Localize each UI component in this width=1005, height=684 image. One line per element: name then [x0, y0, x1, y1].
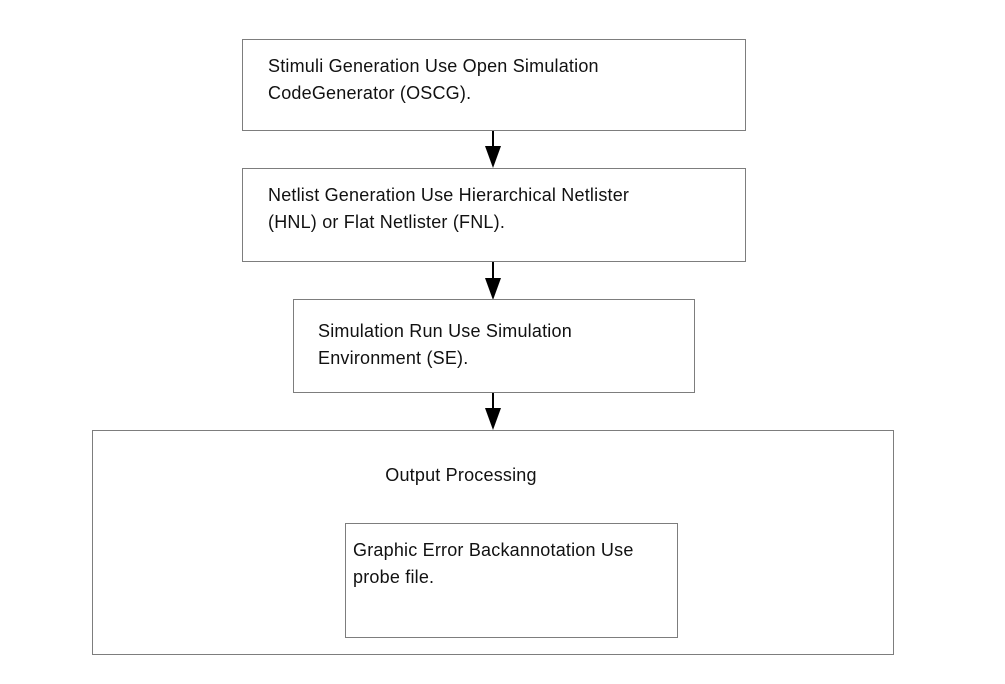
output-processing-label: Output Processing	[385, 465, 537, 485]
flow-node-graphic-error-backannotation: Graphic Error Backannotation Use probe f…	[345, 523, 678, 638]
arrow-down-3	[485, 393, 501, 430]
flow-node-simulation-run: Simulation Run Use Simulation Environmen…	[293, 299, 695, 393]
arrow-down-1	[485, 131, 501, 168]
arrow-line	[492, 262, 494, 279]
arrow-line	[492, 393, 494, 409]
flow-node-netlist-generation: Netlist Generation Use Hierarchical Netl…	[242, 168, 746, 262]
flow-node-stimuli-generation: Stimuli Generation Use Open Simulation C…	[242, 39, 746, 131]
arrowhead-down-icon	[485, 408, 501, 430]
arrow-line	[492, 131, 494, 147]
arrow-down-2	[485, 262, 501, 300]
arrowhead-down-icon	[485, 146, 501, 168]
arrowhead-down-icon	[485, 278, 501, 300]
flow-node-output-processing: Output Processing Graphic Error Backanno…	[92, 430, 894, 655]
